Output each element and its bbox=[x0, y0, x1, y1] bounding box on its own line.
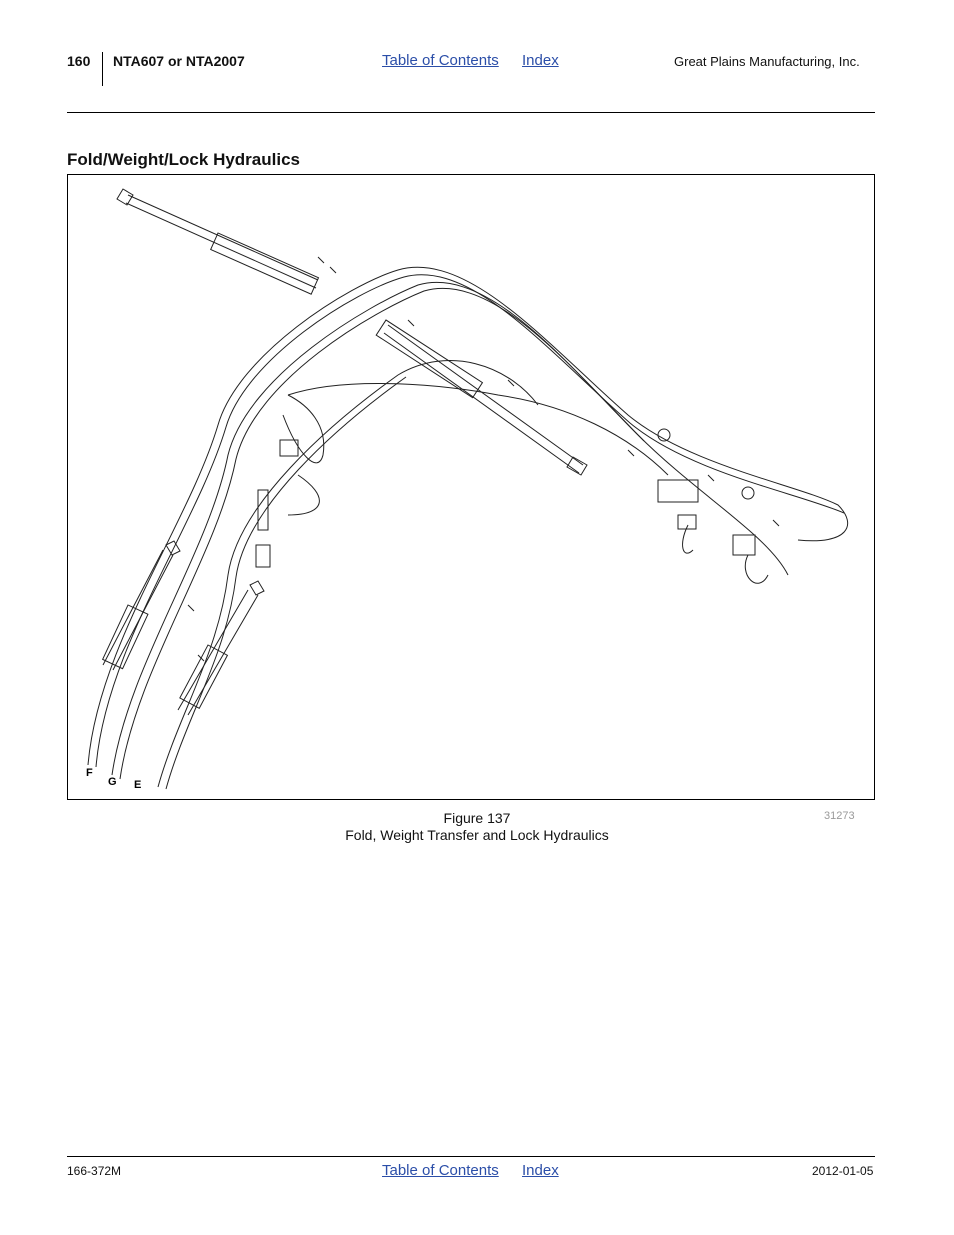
section-title: Fold/Weight/Lock Hydraulics bbox=[67, 150, 300, 169]
header-index-link[interactable]: Index bbox=[522, 52, 559, 69]
figure-number: Figure 137 bbox=[443, 810, 511, 826]
hydraulic-diagram: F G E bbox=[67, 174, 875, 800]
header-toc-link[interactable]: Table of Contents bbox=[382, 52, 499, 69]
valve-block-3 bbox=[279, 439, 299, 457]
hydraulic-drawing: F G E bbox=[86, 188, 848, 791]
document-number: 166-372M bbox=[67, 1164, 122, 1178]
company-name: Great Plains Manufacturing, Inc. bbox=[674, 54, 860, 69]
page-number: 160 bbox=[67, 53, 91, 69]
left-cylinder-2 bbox=[177, 589, 259, 716]
valve-block-1 bbox=[657, 479, 699, 503]
drawing-id: 31273 bbox=[824, 810, 855, 822]
model-title: NTA607 or NTA2007 bbox=[113, 53, 245, 69]
callout-f: F bbox=[86, 767, 93, 779]
footer-rule bbox=[67, 1156, 875, 1157]
callout-g: G bbox=[108, 776, 117, 788]
valve-block-2 bbox=[732, 534, 756, 556]
footer-toc-link[interactable]: Table of Contents bbox=[382, 1162, 499, 1179]
header-divider bbox=[102, 52, 103, 86]
hose-bundle-1 bbox=[87, 266, 848, 766]
center-fold-cylinder bbox=[383, 324, 584, 474]
header-rule bbox=[67, 112, 875, 113]
callout-e: E bbox=[134, 779, 141, 791]
footer-index-link[interactable]: Index bbox=[522, 1162, 559, 1179]
top-fold-cylinder bbox=[125, 194, 319, 289]
publication-date: 2012-01-05 bbox=[812, 1164, 874, 1178]
figure-caption: Fold, Weight Transfer and Lock Hydraulic… bbox=[345, 827, 609, 843]
